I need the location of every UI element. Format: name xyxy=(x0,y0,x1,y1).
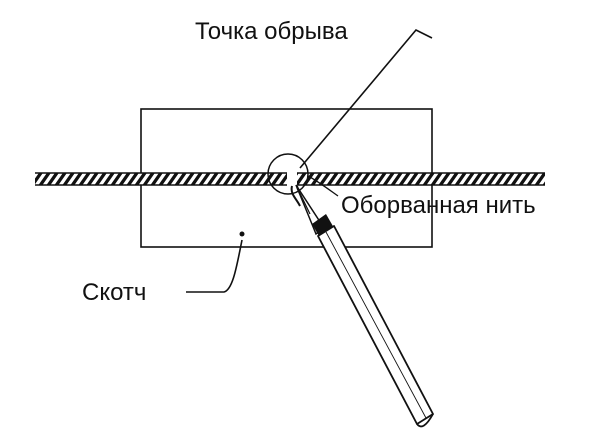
label-broken-thread: Оборванная нить xyxy=(341,192,536,219)
break-point-leader xyxy=(299,29,433,169)
needle-tool xyxy=(295,184,434,428)
tape-leader xyxy=(186,239,243,293)
thread-left xyxy=(35,172,287,186)
broken-thread-leader xyxy=(307,175,339,197)
label-tape: Скотч xyxy=(82,279,146,306)
tape-leader-dot xyxy=(239,231,245,237)
break-point-circle xyxy=(267,153,309,195)
label-break-point: Точка обрыва xyxy=(195,18,348,45)
thread-right xyxy=(297,172,545,186)
